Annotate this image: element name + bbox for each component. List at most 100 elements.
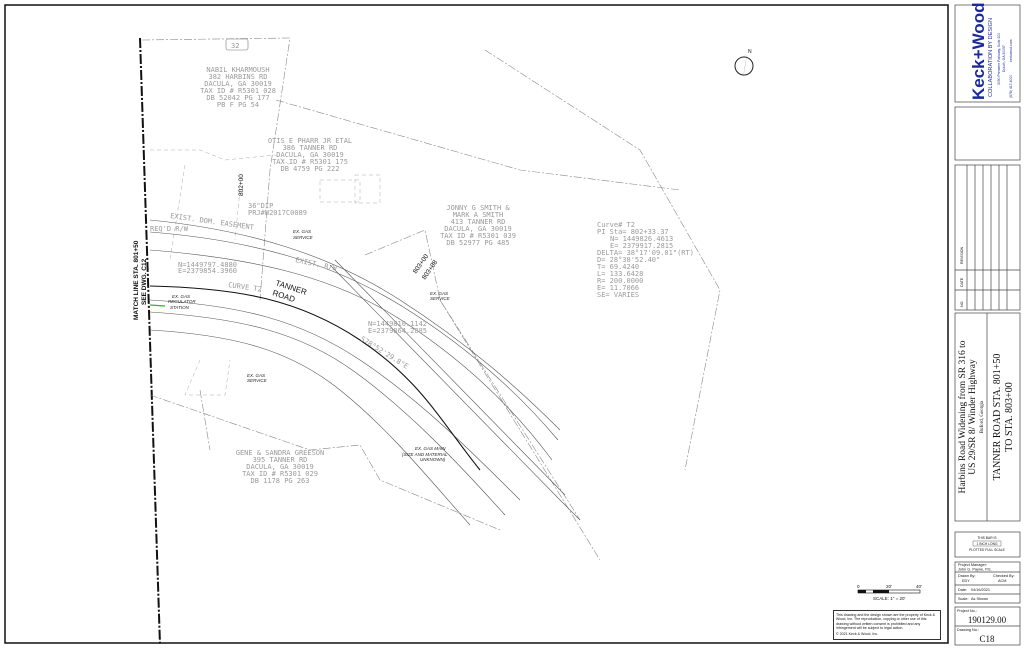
curve-text: SE= VARIES (597, 291, 639, 299)
drawing-number: C18 (979, 634, 995, 644)
match-line-label: MATCH LINE STA. 801+50 (133, 240, 140, 320)
parcel-text: DB 4759 PG 222 (280, 165, 339, 173)
parcel-label-3: JONNY G SMITH & MARK A SMITH 413 TANNER … (440, 204, 516, 247)
checked-by-label: Checked By: (993, 574, 1015, 578)
route-shield-number: 32 (231, 42, 239, 50)
gas-service-note-1: EX. GAS SERVICE (293, 229, 314, 240)
scale-value: As Shown (971, 597, 988, 601)
route-shield (225, 38, 249, 51)
project-manager: John G. Payne, P.E. (958, 568, 992, 572)
parcel-text: OTIS E PHARR JR ETAL (268, 137, 352, 145)
parcel-text: PB F PG 54 (217, 101, 259, 109)
disclaimer-box: This drawing and the design shown are th… (833, 610, 941, 640)
revision-date-header: DATE (960, 277, 964, 287)
curve-text: N= 1449826.4613 (610, 235, 673, 243)
parcel-text: 382 HARBINS RD (208, 73, 267, 81)
sheet-title-line2: TO STA. 803+00 (1004, 382, 1015, 451)
scale-tick: 20' (886, 584, 892, 589)
curve-text: T= 69.4240 (597, 263, 639, 271)
project-no-label: Project No.: (957, 609, 977, 613)
note-text: EX. GAS MAIN (415, 446, 446, 451)
revision-no-header: NO. (960, 301, 964, 307)
drawing-frame (4, 4, 949, 644)
parcel-label-2: OTIS E PHARR JR ETAL 386 TANNER RD DACUL… (268, 137, 352, 173)
coord-a-east: E=2379854.3960 (178, 267, 237, 275)
parcel-text: DACULA, GA 30019 (246, 463, 313, 471)
note-text: EX. GAS (172, 294, 190, 299)
scale-tick: 0 (857, 584, 860, 589)
curve-text: E= 2379917.2815 (610, 242, 673, 250)
bearing-label: S78°52'29.8"E (359, 335, 410, 371)
pipe-label: 36"DIP (248, 202, 273, 210)
parcel-text: JONNY G SMITH & (446, 204, 510, 212)
parcel-text: TAX ID # R5301 175 (272, 158, 348, 166)
date-value: 04/16/2021 (971, 588, 990, 592)
revision-header: REVISION (960, 246, 964, 264)
gas-service-note-3: EX. GAS SERVICE (247, 373, 268, 383)
match-line (139, 37, 161, 646)
parcel-text: TAX ID # R5301 029 (242, 470, 318, 478)
curve-label: CURVE T2 (228, 281, 263, 294)
parcel-text: DB 52977 PG 485 (446, 239, 509, 247)
project-title-line1: Harbins Road Widening from SR 316 to (957, 340, 968, 493)
copyright-text: © 2021 Keck & Wood, Inc. (836, 632, 879, 637)
curve-data-table: Curve# T2 PI Sta= 802+33.37 N= 1449826.4… (597, 221, 694, 299)
note-text: SERVICE (430, 296, 451, 301)
gas-service-note-2: EX. GAS SERVICE (430, 291, 451, 301)
disclaimer-text: This drawing and the design shown are th… (836, 613, 936, 630)
north-arrow-icon: N (734, 49, 754, 78)
svg-text:N: N (748, 49, 752, 55)
parcel-text: NABIL KHARMOUSH (206, 66, 269, 74)
project-title-line2: US 29/SR 8/ Winder Highway (968, 359, 978, 475)
curve-text: PI Sta= 802+33.37 (597, 228, 669, 236)
one-inch-bar (972, 540, 1002, 547)
scale-label: SCALE: 1" = 20' (873, 596, 905, 601)
curve-text: E= 11.7066 (597, 284, 639, 292)
date-label: Date: (958, 588, 967, 592)
scale-label: Scale: (958, 597, 969, 601)
gas-marker (149, 304, 166, 307)
title-block-frames (954, 4, 1021, 646)
sheet-title-line1: TANNER ROAD STA. 801+50 (992, 354, 1003, 481)
note-text: REGULATOR (168, 299, 196, 304)
note-text: EX. GAS (247, 373, 265, 378)
scale-tick: 40' (916, 584, 922, 589)
parcel-text: DACULA, GA 30019 (444, 225, 511, 233)
curve-text: Curve# T2 (597, 221, 635, 229)
gas-main-note: EX. GAS MAIN (SIZE AND MATERIAL UNKNOWN) (402, 446, 448, 462)
parcel-text: TAX ID # R5301 028 (200, 87, 276, 95)
parcel-text: DACULA, GA 30019 (276, 151, 343, 159)
note-text: SERVICE (293, 235, 314, 240)
station-802: 802+00 (238, 174, 245, 196)
parcel-text: GENE & SANDRA GREESON (236, 449, 325, 457)
project-number: 190129.00 (968, 615, 1007, 625)
easement-lines (150, 149, 381, 396)
drawn-by-label: Drawn By: (958, 574, 976, 578)
note-text: STATION (170, 305, 190, 310)
parcel-label-4: GENE & SANDRA GREESON 395 TANNER RD DACU… (236, 449, 325, 485)
road-linework (149, 219, 581, 526)
company-phone: (678) 417-4000 (1009, 75, 1013, 98)
company-logo: Keck+Wood (969, 3, 988, 100)
gas-regulator-note: EX. GAS REGULATOR STATION (168, 294, 196, 310)
coord-b-east: E=2379864.2885 (368, 327, 427, 335)
drawing-no-label: Drawing No.: (957, 628, 979, 632)
project-manager-label: Project Manager: (958, 563, 987, 567)
parcel-text: DB 52042 PG 177 (206, 94, 269, 102)
parcel-text: 395 TANNER RD (253, 456, 308, 464)
company-tagline: COLLABORATION BY DESIGN (988, 18, 994, 97)
road-centerline (149, 285, 481, 471)
parcel-text: MARK A SMITH (453, 211, 504, 219)
curve-text: L= 133.6428 (597, 270, 643, 278)
drawn-by: EDY (962, 579, 970, 583)
parcel-text: TAX ID # R5301 039 (440, 232, 516, 240)
company-website: keckwood.com (1009, 39, 1013, 62)
project-location: Buford, Georgia (980, 400, 985, 433)
parcel-text: 386 TANNER RD (283, 144, 338, 152)
scale-bar: 0 20' 40' SCALE: 1" = 20' (857, 584, 922, 601)
note-text: SERVICE (247, 378, 268, 383)
note-text: EX. GAS (430, 291, 448, 296)
match-line-ref: SEE DWG. C12 (141, 258, 148, 305)
company-address1: 3090 Premiere Parkway, Suite 200 (997, 33, 1001, 85)
